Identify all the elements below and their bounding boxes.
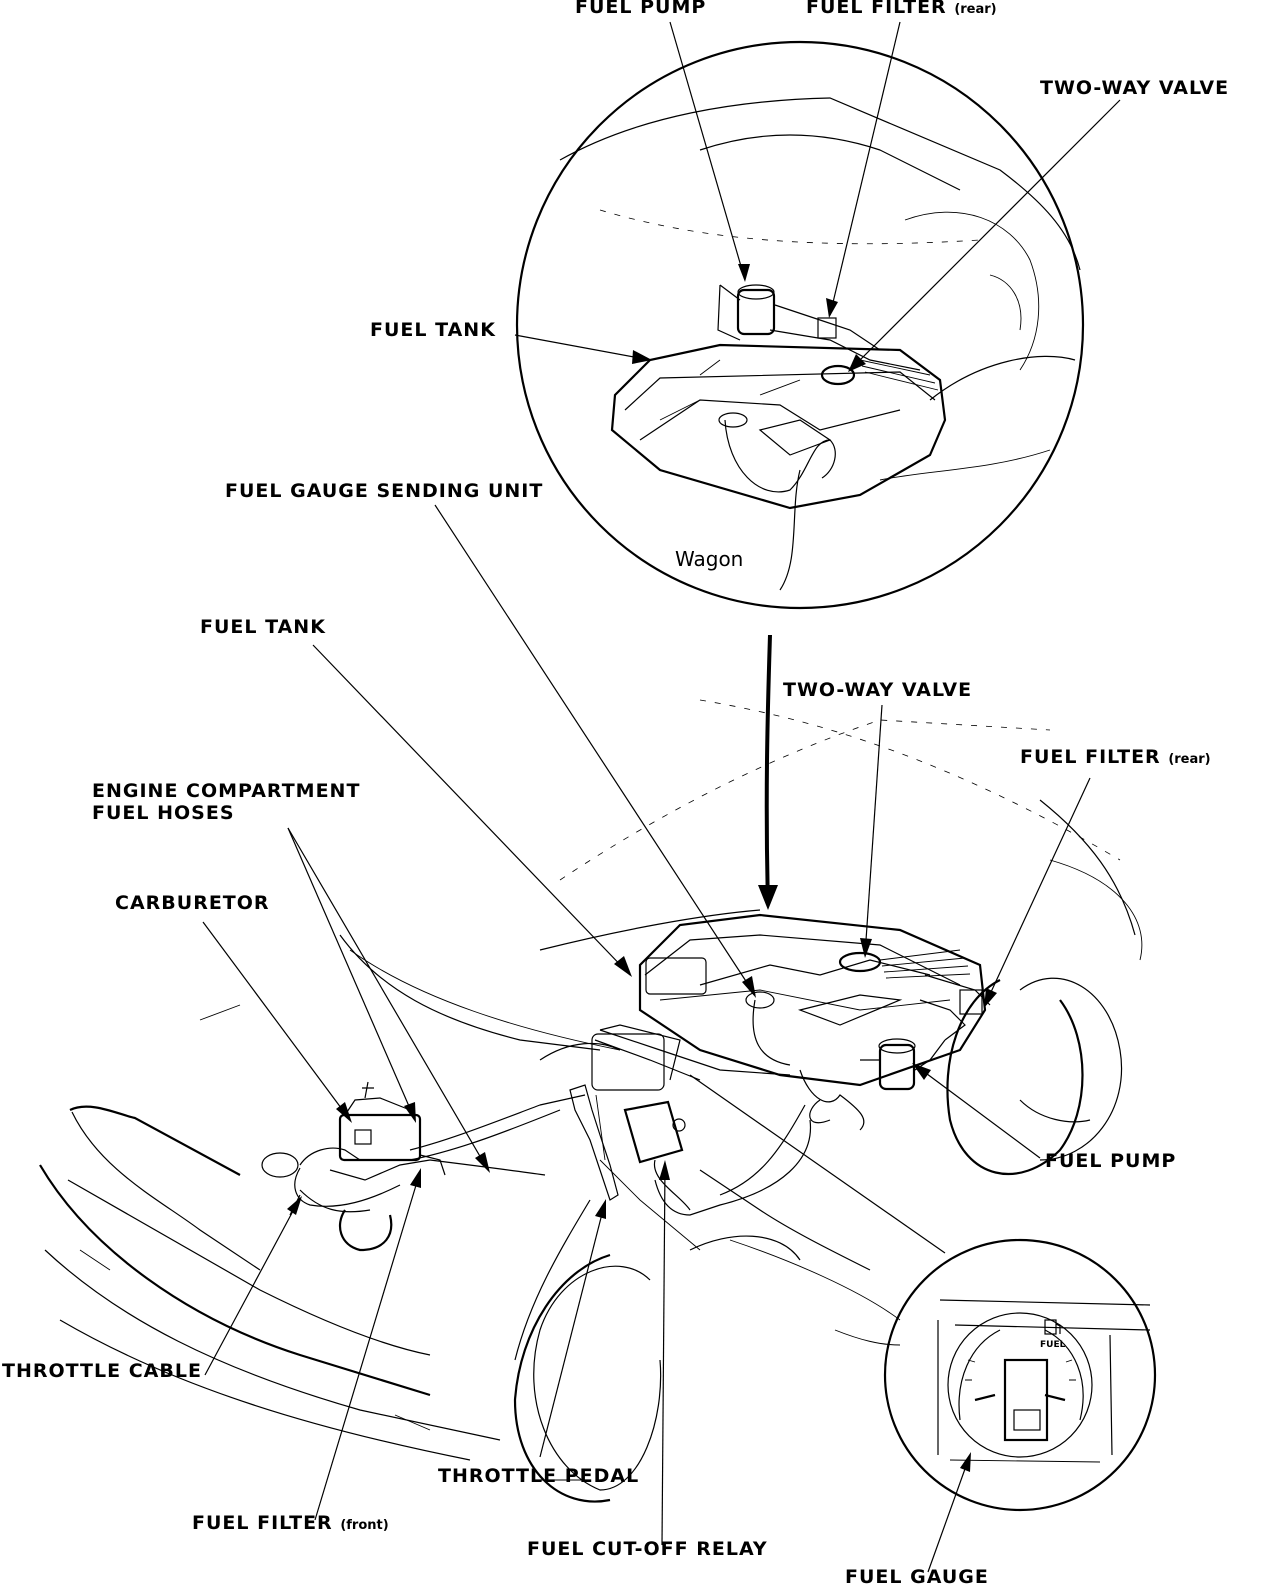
wagon-inset — [515, 40, 1085, 610]
carburetor-assembly — [261, 1081, 586, 1252]
label-text: FUEL FILTER — [806, 0, 947, 18]
label-fuel-gauge-sending-unit: FUEL GAUGE SENDING UNIT — [225, 480, 544, 502]
throttle-pedal — [569, 1084, 619, 1201]
label-fuel-tank-top: FUEL TANK — [370, 319, 496, 341]
label-engine-compartment-fuel-hoses: ENGINE COMPARTMENT FUEL HOSES — [92, 780, 360, 824]
label-fuel-tank-main: FUEL TANK — [200, 616, 326, 638]
label-fuel-pump-main: FUEL PUMP — [1045, 1150, 1177, 1172]
label-suffix: (rear) — [1168, 752, 1211, 767]
label-carburetor: CARBURETOR — [115, 892, 270, 914]
label-suffix: (rear) — [954, 2, 997, 17]
label-two-way-valve-top: TWO-WAY VALVE — [1040, 77, 1230, 99]
label-text: FUEL FILTER — [1020, 746, 1161, 768]
fuel-pump-icon — [1044, 1319, 1061, 1335]
label-text: FUEL FILTER — [192, 1512, 333, 1534]
label-fuel-pump-top: FUEL PUMP — [575, 0, 707, 18]
label-line-2: FUEL HOSES — [92, 802, 235, 824]
fuel-gauge-inset — [883, 1238, 1157, 1512]
label-throttle-cable: THROTTLE CABLE — [2, 1360, 202, 1382]
main-fuel-tank — [539, 913, 991, 1216]
label-fuel-filter-rear-top: FUEL FILTER (rear) — [806, 0, 997, 21]
label-fuel-cut-off-relay: FUEL CUT-OFF RELAY — [527, 1538, 768, 1560]
label-fuel-gauge: FUEL GAUGE — [845, 1566, 989, 1588]
label-fuel-filter-front: FUEL FILTER (front) — [192, 1512, 389, 1537]
label-suffix: (front) — [340, 1518, 389, 1533]
car-body — [39, 699, 1143, 1503]
label-wagon: Wagon — [675, 547, 744, 571]
gauge-face-fuel-text: FUEL — [1040, 1340, 1066, 1350]
label-fuel-filter-rear-main: FUEL FILTER (rear) — [1020, 746, 1211, 771]
wagon-fuel-tank — [610, 284, 947, 591]
label-throttle-pedal: THROTTLE PEDAL — [438, 1465, 640, 1487]
label-two-way-valve-main: TWO-WAY VALVE — [783, 679, 973, 701]
label-line-1: ENGINE COMPARTMENT — [92, 780, 361, 802]
fuel-cut-off-relay — [623, 1100, 691, 1211]
leader-lines — [202, 21, 1121, 1573]
